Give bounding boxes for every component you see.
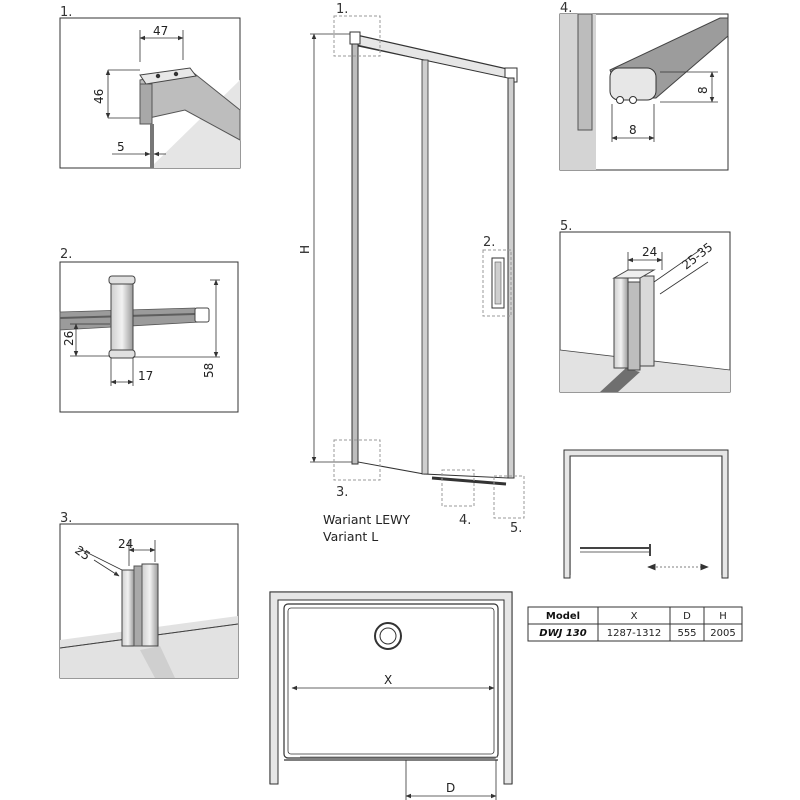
detail-4-door-edge: [577, 13, 593, 131]
detail-1-cap: [139, 67, 197, 85]
detail-5-profile-mid: [627, 281, 641, 371]
detail-1-post: [139, 83, 153, 125]
table-header-x: X: [631, 611, 638, 622]
detail-5-panel: 5. 24 25-35: [559, 219, 731, 393]
detail-5-number: 5.: [560, 219, 572, 234]
callout-label-4: 4.: [459, 513, 471, 528]
detail-5-floor: [560, 350, 730, 392]
schematic-walls: [563, 449, 729, 579]
callout-label-2: 2.: [483, 235, 495, 250]
table-header-model: Model: [546, 611, 580, 622]
bottom-guide: [431, 476, 507, 486]
detail-1-dim-width: 47: [153, 24, 168, 38]
detail-1-dim-gap: 5: [117, 140, 125, 154]
detail-2-dim-gap: 26: [62, 331, 76, 346]
spec-table: Model X D H DWJ 130 1287-1312 555 2005: [527, 606, 743, 642]
callout-label-3: 3.: [336, 485, 348, 500]
detail-2-clamp: [194, 307, 210, 323]
detail-3-dim-width: 24: [118, 537, 133, 551]
callout-label-5: 5.: [510, 521, 522, 536]
detail-4-seal: [609, 67, 657, 101]
detail-3-floor-strip: [140, 646, 175, 678]
table-cell-x: 1287-1312: [607, 628, 662, 639]
callout-box-1: [333, 15, 381, 57]
detail-3-panel: 3. 24 25: [59, 511, 239, 679]
table-cell-d: 555: [677, 628, 696, 639]
detail-5-floor-strip: [600, 368, 640, 392]
detail-2-dim-width: 17: [138, 369, 153, 383]
panel-overlap-profile: [421, 59, 429, 475]
detail-4-dim-height: 8: [696, 86, 710, 94]
detail-2-panel: 2. 26 17 58: [59, 247, 239, 413]
front-elevation: H 1. 2. 3. 4. 5. Wariant LEWY Variant L: [298, 2, 525, 544]
height-label: H: [298, 245, 312, 254]
plan-view: X D: [269, 591, 513, 800]
detail-3-floor: [60, 616, 238, 678]
wall-profile: [351, 43, 359, 465]
plan-walls: [269, 591, 513, 785]
table-header-d: D: [683, 611, 691, 622]
callout-box-5: [493, 475, 525, 519]
detail-4-number: 4.: [560, 1, 572, 16]
detail-3-number: 3.: [60, 511, 72, 526]
detail-4-panel: 4. 8 8: [559, 1, 729, 171]
detail-2-dim-height: 58: [202, 363, 216, 378]
detail-3-profile-right: [141, 563, 159, 647]
callout-box-4: [441, 469, 475, 507]
table-cell-h: 2005: [710, 628, 735, 639]
plan-d-label: D: [446, 781, 455, 795]
detail-1-panel: 1. 47 46 5: [59, 5, 241, 169]
detail-5-profile-right: [639, 275, 655, 367]
detail-3-profile-left: [121, 569, 135, 647]
detail-4-dim-width: 8: [629, 123, 637, 137]
callout-label-1: 1.: [336, 2, 348, 17]
detail-5-profile-left: [613, 277, 629, 369]
plan-x-label: X: [384, 673, 392, 687]
detail-1-dim-height: 46: [92, 89, 106, 104]
detail-1-number: 1.: [60, 5, 72, 20]
callout-box-2: [482, 249, 512, 317]
callout-box-3: [333, 439, 381, 481]
fixed-glass-panel: [357, 45, 425, 475]
table-header-h: H: [719, 611, 727, 622]
shower-tray: [283, 603, 499, 759]
detail-2-number: 2.: [60, 247, 72, 262]
top-rail-end-left: [349, 31, 361, 45]
sliding-schematic: [563, 449, 729, 579]
detail-5-dim-width: 24: [642, 245, 657, 259]
detail-2-handle: [110, 277, 134, 359]
detail-1-glass-edge: [150, 124, 154, 168]
detail-2-frame: [59, 261, 239, 413]
variant-en: Variant L: [323, 529, 378, 544]
variant-pl: Wariant LEWY: [323, 512, 411, 527]
table-cell-model: DWJ 130: [539, 628, 586, 639]
schematic-interior: [573, 459, 719, 575]
